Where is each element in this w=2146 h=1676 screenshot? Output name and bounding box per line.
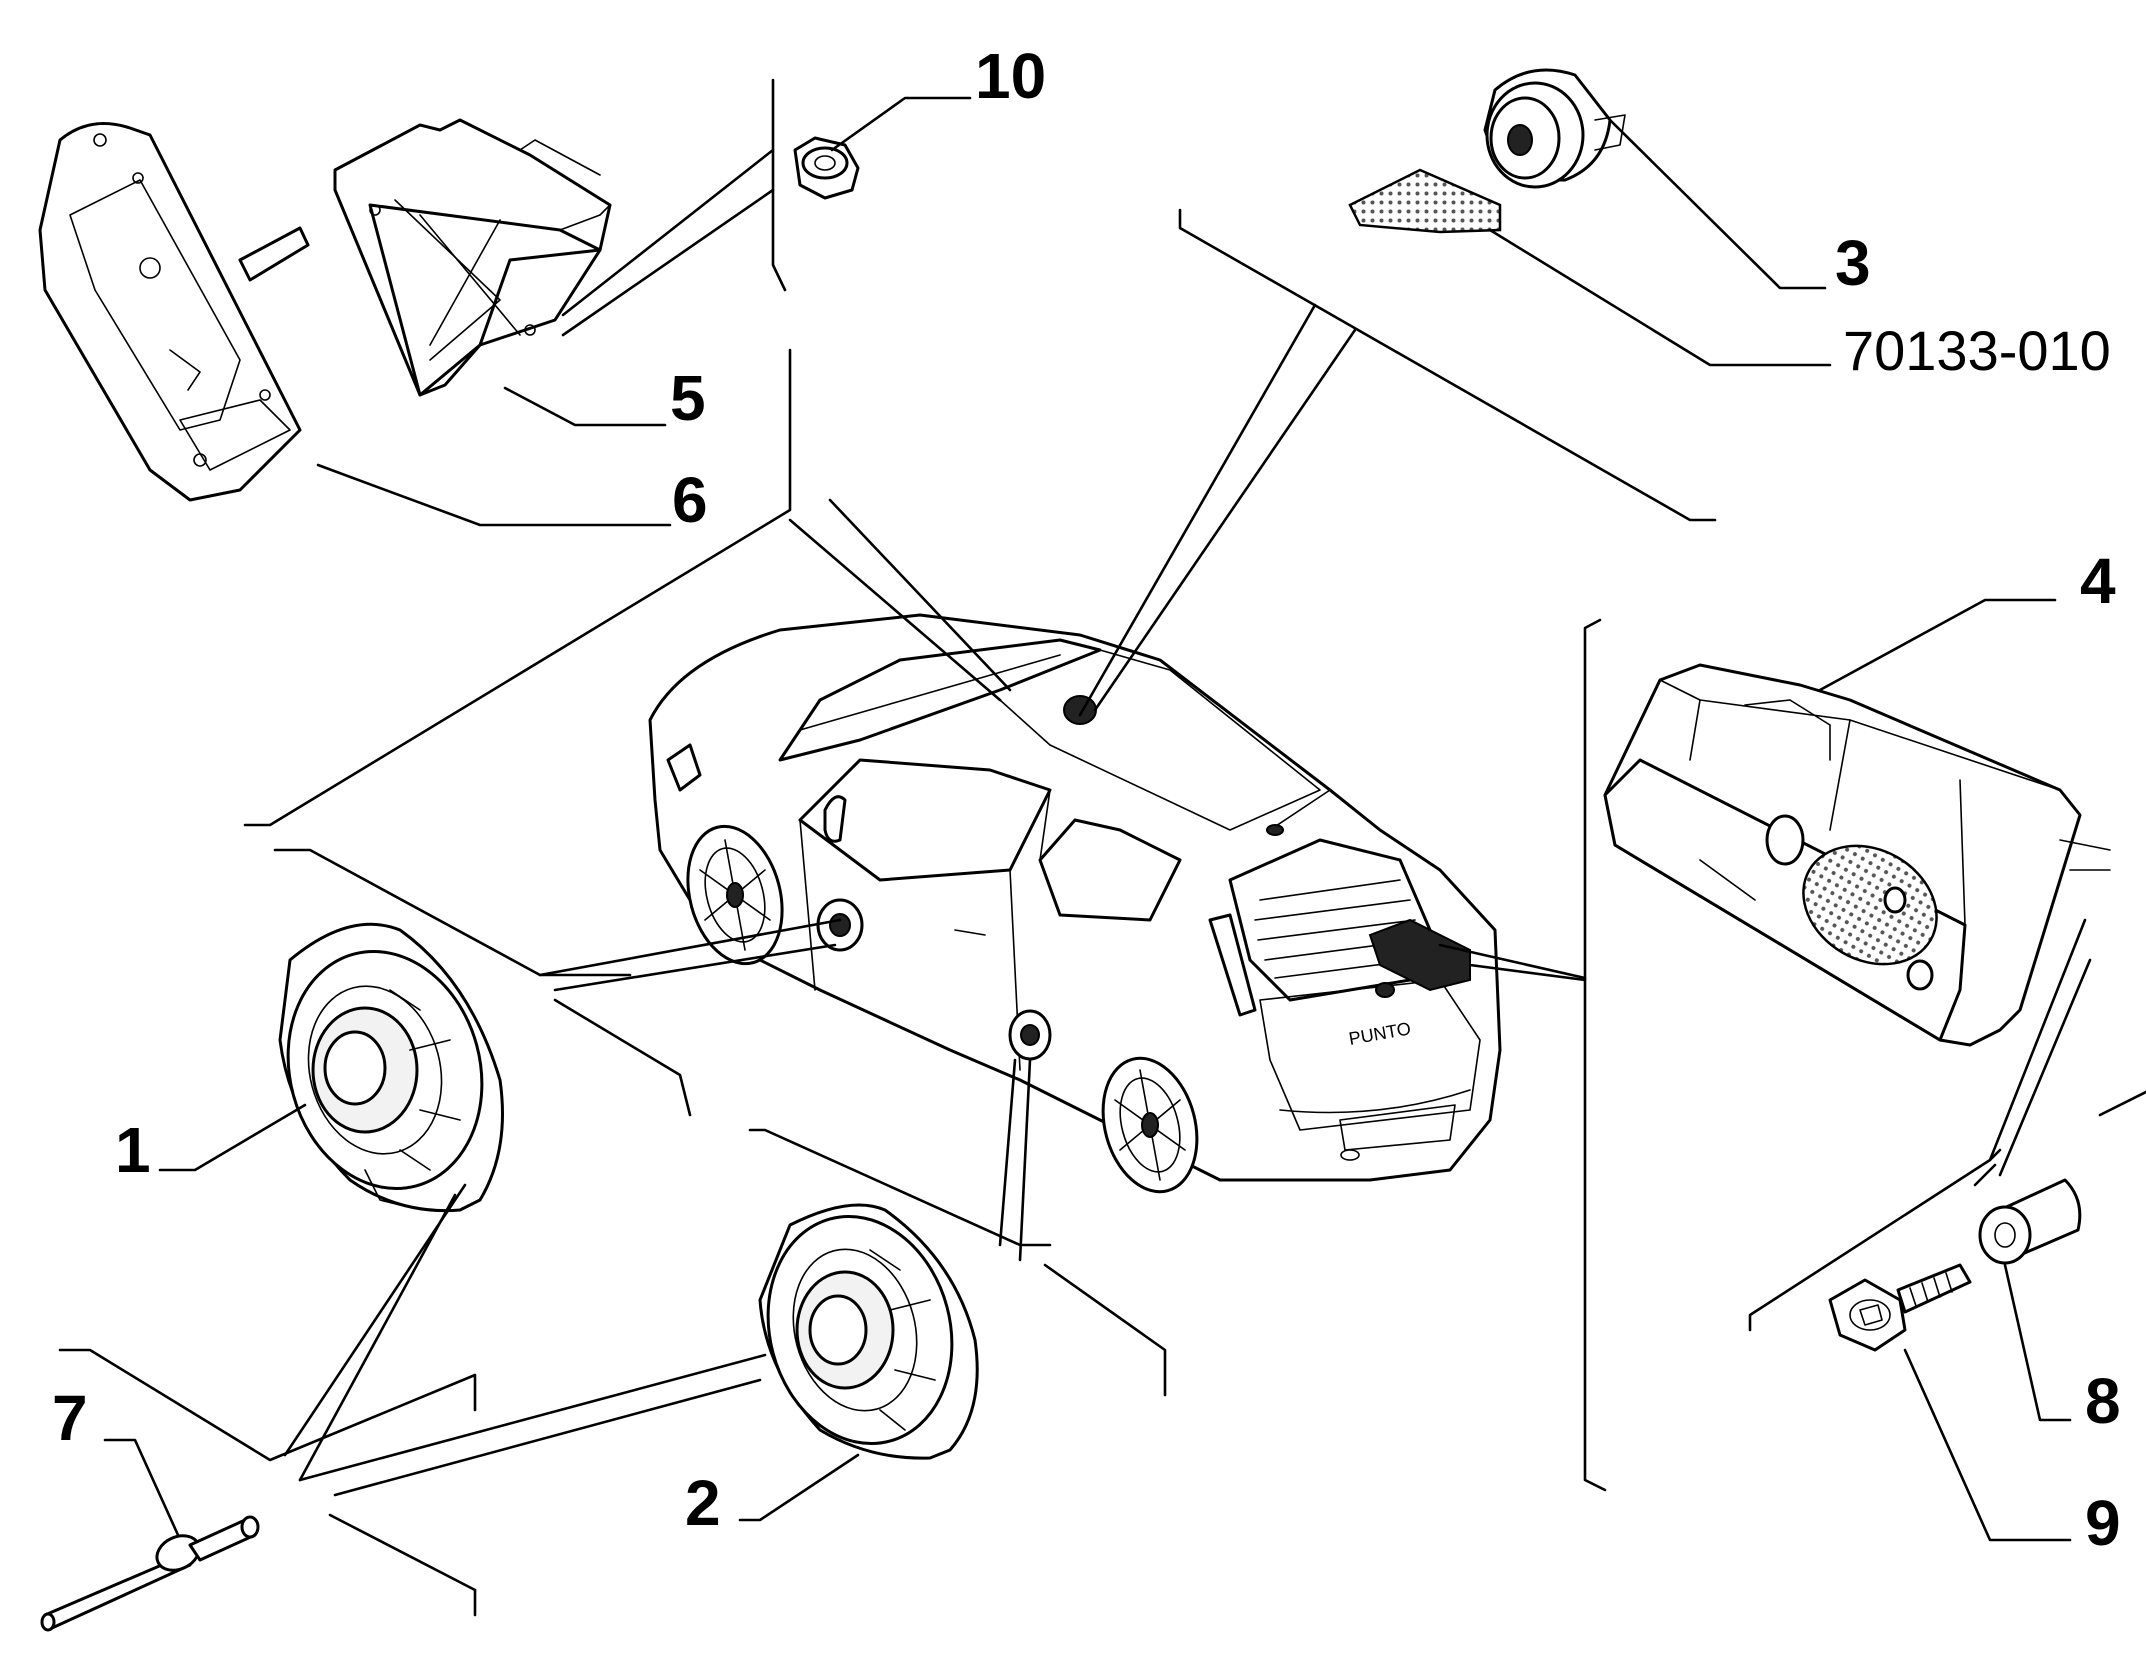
callout-5: 5 (670, 362, 706, 434)
door-speaker-part-1 (278, 922, 504, 1213)
callout-9: 9 (2085, 1487, 2121, 1559)
door-speaker-part-2 (758, 1203, 979, 1460)
tweeter-part-3 (1483, 68, 1626, 189)
callout-6: 6 (672, 464, 708, 536)
callout-4: 4 (2080, 545, 2116, 617)
car-body: PUNTO (648, 613, 1502, 1194)
amplifier-part-5 (333, 118, 612, 397)
subwoofer-part-4 (1603, 663, 2111, 1047)
clip-nut-part-8 (1978, 1178, 2082, 1265)
tweeter-grille-70133-010 (1348, 168, 1502, 234)
callout-8: 8 (2085, 1365, 2121, 1437)
callout-3: 3 (1835, 227, 1871, 299)
callout-1: 1 (115, 1114, 151, 1186)
car-tweeter-mark (1063, 695, 1097, 725)
callout-labels: 10 5 6 3 70133-010 4 1 2 7 8 9 (52, 40, 2121, 1559)
callout-2: 2 (685, 1467, 721, 1539)
rivet-part-7 (40, 1515, 260, 1632)
callout-70133-010: 70133-010 (1843, 319, 2111, 382)
bracket-part-6 (38, 122, 310, 502)
nut-part-10 (793, 136, 860, 200)
leader-lines (58, 78, 2146, 1617)
screw-part-9 (1828, 1263, 1972, 1352)
callout-7: 7 (52, 1382, 88, 1454)
callout-10: 10 (975, 40, 1046, 112)
